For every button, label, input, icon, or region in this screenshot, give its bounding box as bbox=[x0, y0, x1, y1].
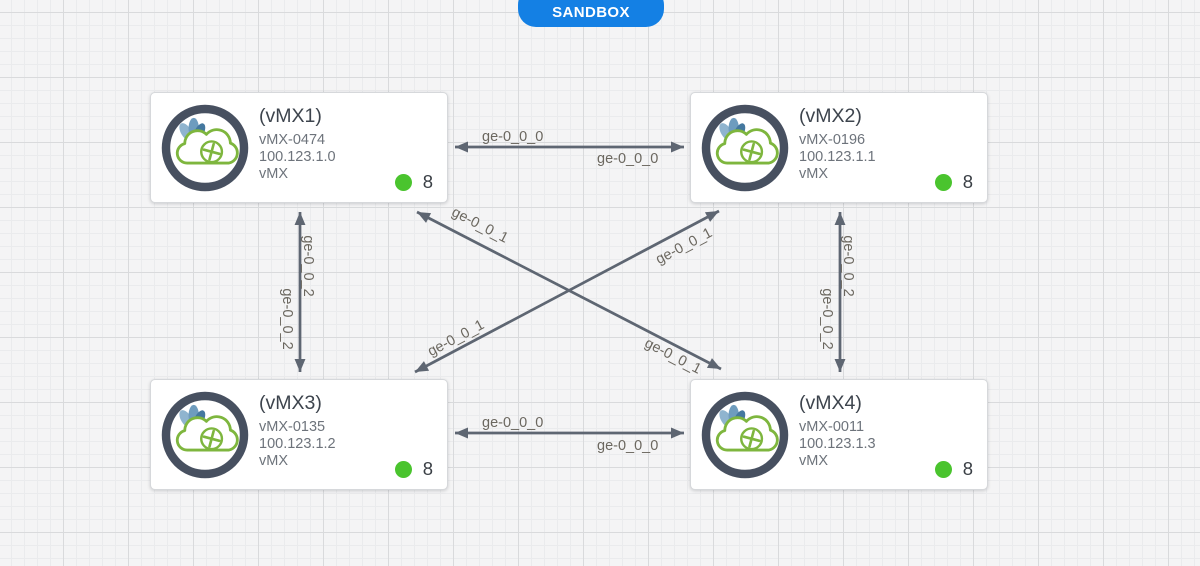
node-status: 8 bbox=[394, 458, 433, 480]
status-online-indicator bbox=[394, 460, 412, 478]
node-address: 100.123.1.0 bbox=[259, 149, 336, 165]
node-card-vmx3[interactable]: (vMX3) vMX-0135 100.123.1.2 vMX 8 bbox=[150, 379, 448, 490]
port-label: ge-0_0_0 bbox=[482, 415, 543, 431]
node-address: 100.123.1.2 bbox=[259, 436, 336, 452]
node-model: vMX bbox=[259, 166, 288, 182]
port-count: 8 bbox=[422, 171, 433, 192]
sandbox-badge-label: SANDBOX bbox=[552, 3, 630, 21]
status-online-indicator bbox=[934, 173, 952, 191]
node-status: 8 bbox=[934, 171, 973, 193]
port-label: ge-0_0_2 bbox=[840, 235, 856, 296]
router-cloud-icon bbox=[158, 101, 252, 195]
node-title: (vMX1) bbox=[259, 105, 322, 127]
node-status: 8 bbox=[394, 171, 433, 193]
node-title: (vMX4) bbox=[799, 392, 862, 414]
node-status: 8 bbox=[934, 458, 973, 480]
node-title: (vMX2) bbox=[799, 105, 862, 127]
node-model: vMX bbox=[259, 453, 288, 469]
router-cloud-icon bbox=[158, 388, 252, 482]
port-label: ge-0_0_2 bbox=[300, 235, 316, 296]
node-name: vMX-0011 bbox=[799, 419, 865, 435]
node-address: 100.123.1.3 bbox=[799, 436, 876, 452]
node-name: vMX-0474 bbox=[259, 132, 326, 148]
node-address: 100.123.1.1 bbox=[799, 149, 876, 165]
status-online-indicator bbox=[394, 173, 412, 191]
link-vmx3-vmx2[interactable] bbox=[414, 209, 720, 374]
port-label: ge-0_0_1 bbox=[653, 225, 715, 268]
node-model: vMX bbox=[799, 166, 828, 182]
node-card-vmx4[interactable]: (vMX4) vMX-0011 100.123.1.3 vMX 8 bbox=[690, 379, 988, 490]
port-count: 8 bbox=[422, 458, 433, 479]
port-count: 8 bbox=[962, 458, 973, 479]
node-name: vMX-0135 bbox=[259, 419, 326, 435]
node-card-vmx1[interactable]: (vMX1) vMX-0474 100.123.1.0 vMX 8 bbox=[150, 92, 448, 203]
node-model: vMX bbox=[799, 453, 828, 469]
port-label: ge-0_0_2 bbox=[819, 288, 835, 349]
node-name: vMX-0196 bbox=[799, 132, 866, 148]
node-card-vmx2[interactable]: (vMX2) vMX-0196 100.123.1.1 vMX 8 bbox=[690, 92, 988, 203]
router-cloud-icon bbox=[698, 388, 792, 482]
port-label: ge-0_0_0 bbox=[597, 438, 658, 454]
port-count: 8 bbox=[962, 171, 973, 192]
port-label: ge-0_0_0 bbox=[597, 151, 658, 167]
node-title: (vMX3) bbox=[259, 392, 322, 414]
port-label: ge-0_0_1 bbox=[449, 204, 511, 246]
sandbox-badge[interactable]: SANDBOX bbox=[518, 0, 664, 27]
port-label: ge-0_0_2 bbox=[279, 288, 295, 349]
status-online-indicator bbox=[934, 460, 952, 478]
router-cloud-icon bbox=[698, 101, 792, 195]
port-label: ge-0_0_0 bbox=[482, 129, 543, 145]
